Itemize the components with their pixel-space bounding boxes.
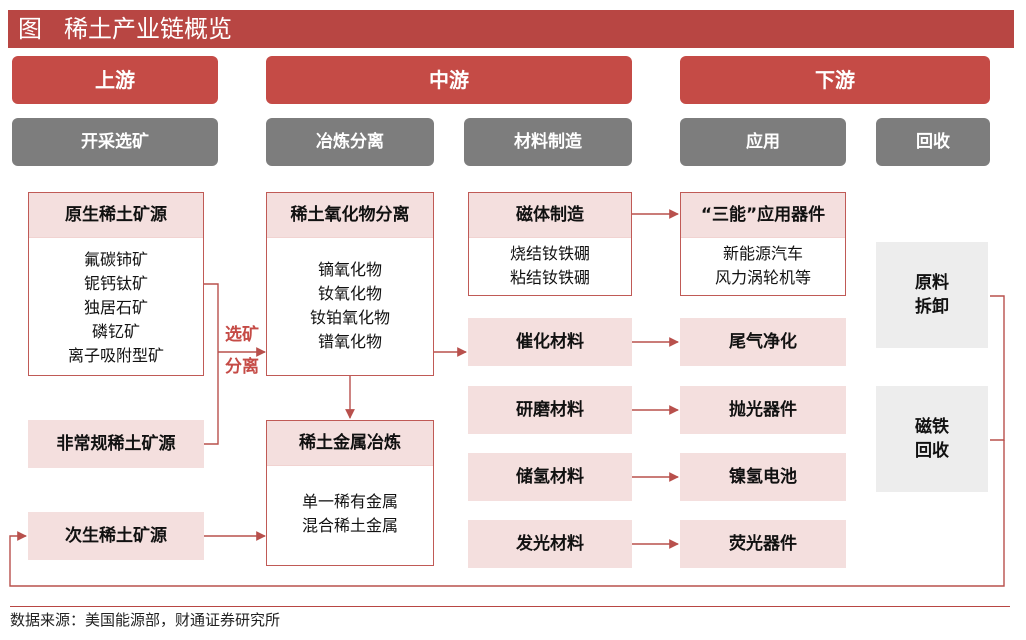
list-item: 磷钇矿 bbox=[91, 322, 140, 341]
recycling-bracket bbox=[990, 295, 1005, 441]
app-polishing-devices: 抛光器件 bbox=[680, 386, 846, 434]
unconventional-source-box: 非常规稀土矿源 bbox=[28, 420, 204, 468]
connector-unconventional bbox=[204, 352, 219, 445]
page-title: 稀土产业链概览 bbox=[64, 15, 232, 43]
app-nimh-battery: 镍氢电池 bbox=[680, 453, 846, 501]
material-hydrogen-storage: 储氢材料 bbox=[468, 453, 632, 501]
three-energy-title: “三能”应用器件 bbox=[681, 193, 845, 238]
material-catalyst: 催化材料 bbox=[468, 318, 632, 366]
process-label-beneficiation: 选矿 bbox=[225, 325, 259, 345]
connector-primary bbox=[204, 283, 219, 352]
secondary-source-box: 次生稀土矿源 bbox=[28, 512, 204, 560]
title-prefix: 图 bbox=[18, 15, 42, 43]
metal-smelting-title: 稀土金属冶炼 bbox=[267, 421, 433, 466]
magnet-manufacturing-title: 磁体制造 bbox=[469, 193, 631, 238]
list-item: 风力涡轮机等 bbox=[714, 268, 811, 287]
primary-source-box: 原生稀土矿源 氟碳铈矿 铌钙钛矿 独居石矿 磷钇矿 离子吸附型矿 bbox=[28, 192, 204, 376]
list-item: 混合稀土金属 bbox=[301, 516, 398, 535]
primary-source-list: 氟碳铈矿 铌钙钛矿 独居石矿 磷钇矿 离子吸附型矿 bbox=[29, 238, 203, 368]
category-mining: 开采选矿 bbox=[12, 118, 218, 166]
recycle-magnet-box: 磁铁回收 bbox=[876, 386, 988, 492]
three-energy-box: “三能”应用器件 新能源汽车 风力涡轮机等 bbox=[680, 192, 846, 296]
stage-downstream: 下游 bbox=[680, 56, 990, 104]
title-bar: 图稀土产业链概览 bbox=[8, 10, 1014, 48]
stage-upstream: 上游 bbox=[12, 56, 218, 104]
list-item: 离子吸附型矿 bbox=[67, 346, 164, 365]
recycle-disassembly-box: 原料拆卸 bbox=[876, 242, 988, 348]
three-energy-list: 新能源汽车 风力涡轮机等 bbox=[681, 238, 845, 290]
metal-list: 单一稀有金属 混合稀土金属 bbox=[267, 466, 433, 538]
list-item: 镝氧化物 bbox=[317, 260, 382, 279]
source-note: 数据来源：美国能源部，财通证券研究所 bbox=[10, 606, 1010, 632]
category-materials: 材料制造 bbox=[464, 118, 632, 166]
material-abrasive: 研磨材料 bbox=[468, 386, 632, 434]
list-item: 铌钙钛矿 bbox=[83, 274, 148, 293]
magnet-list: 烧结钕铁硼 粘结钕铁硼 bbox=[469, 238, 631, 290]
list-item: 钕铂氧化物 bbox=[309, 308, 390, 327]
recycle-disassembly-label: 原料拆卸 bbox=[915, 273, 949, 317]
app-exhaust-purification: 尾气净化 bbox=[680, 318, 846, 366]
list-item: 氟碳铈矿 bbox=[83, 250, 148, 269]
list-item: 镨氧化物 bbox=[317, 332, 382, 351]
list-item: 单一稀有金属 bbox=[301, 492, 398, 511]
oxide-list: 镝氧化物 钕氧化物 钕铂氧化物 镨氧化物 bbox=[267, 238, 433, 354]
app-fluorescent-devices: 荧光器件 bbox=[680, 520, 846, 568]
recycle-magnet-label: 磁铁回收 bbox=[915, 417, 949, 461]
list-item: 钕氧化物 bbox=[317, 284, 382, 303]
magnet-manufacturing-box: 磁体制造 烧结钕铁硼 粘结钕铁硼 bbox=[468, 192, 632, 296]
category-application: 应用 bbox=[680, 118, 846, 166]
list-item: 粘结钕铁硼 bbox=[509, 268, 590, 287]
metal-smelting-box: 稀土金属冶炼 单一稀有金属 混合稀土金属 bbox=[266, 420, 434, 566]
list-item: 烧结钕铁硼 bbox=[509, 244, 590, 263]
category-recycling: 回收 bbox=[876, 118, 990, 166]
category-smelting: 冶炼分离 bbox=[266, 118, 434, 166]
list-item: 独居石矿 bbox=[83, 298, 148, 317]
list-item: 新能源汽车 bbox=[722, 244, 803, 263]
stage-midstream: 中游 bbox=[266, 56, 632, 104]
oxide-separation-box: 稀土氧化物分离 镝氧化物 钕氧化物 钕铂氧化物 镨氧化物 bbox=[266, 192, 434, 376]
process-label-separation: 分离 bbox=[225, 357, 259, 377]
material-luminescent: 发光材料 bbox=[468, 520, 632, 568]
oxide-separation-title: 稀土氧化物分离 bbox=[267, 193, 433, 238]
primary-source-title: 原生稀土矿源 bbox=[29, 193, 203, 238]
